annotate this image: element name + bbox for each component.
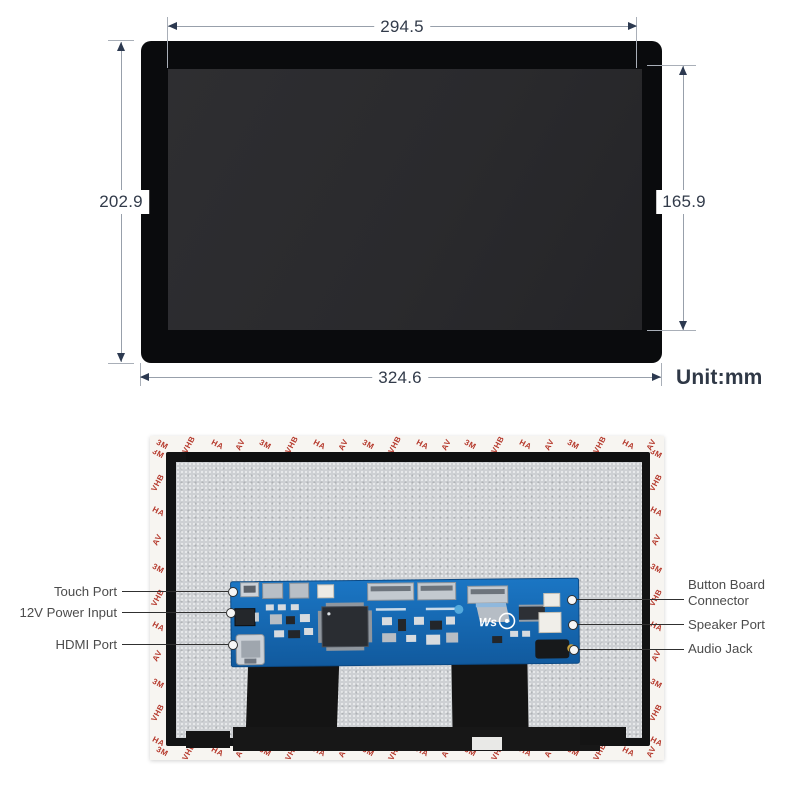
- white-connector: [317, 584, 335, 599]
- emi-shield: [262, 582, 284, 599]
- arrow-up-icon: [679, 66, 687, 75]
- port-label-hdmi: HDMI Port: [55, 636, 117, 652]
- lvds-connector: [367, 582, 415, 601]
- leader-line: [122, 644, 228, 645]
- power-input-connector: [234, 608, 259, 627]
- port-label-audio: Audio Jack: [688, 640, 753, 656]
- leader-line: [579, 649, 684, 650]
- leader-dot: [228, 587, 238, 597]
- extension-line: [108, 363, 134, 364]
- fpc-connector-with-ribbon: [467, 585, 510, 623]
- port-label-speaker: Speaker Port: [688, 616, 765, 632]
- arrow-up-icon: [117, 42, 125, 51]
- dimension-screen-height: 165.9: [656, 190, 712, 214]
- dimension-total-width: 324.6: [372, 366, 428, 390]
- extension-line: [661, 363, 662, 386]
- leader-dot: [228, 640, 238, 650]
- speaker-port-connector: [538, 611, 562, 634]
- leader-line: [122, 591, 228, 592]
- display-screen-area: [168, 69, 642, 330]
- dimension-screen-width: 294.5: [374, 15, 430, 39]
- driver-board-pcb: Ws: [230, 577, 580, 668]
- leader-dot: [569, 645, 579, 655]
- leader-line: [122, 612, 226, 613]
- svg-text:Ws: Ws: [479, 615, 497, 629]
- arrow-down-icon: [117, 353, 125, 362]
- port-label-button-board: Button Board Connector: [688, 576, 765, 608]
- arrow-left-icon: [140, 373, 149, 381]
- soic-chip: [518, 604, 545, 622]
- extension-line: [647, 330, 696, 331]
- extension-line: [167, 17, 168, 68]
- flex-cable-band: [233, 727, 600, 751]
- extension-line: [108, 40, 134, 41]
- back-panel-top-tape: [186, 452, 640, 462]
- flex-cable-tab: [580, 727, 626, 745]
- connector-tab: [472, 737, 502, 750]
- leader-line: [578, 624, 684, 625]
- port-label-touch: Touch Port: [53, 583, 117, 599]
- extension-line: [647, 65, 696, 66]
- dimension-total-height: 202.9: [93, 190, 149, 214]
- extension-line: [636, 17, 637, 68]
- scaler-chip: [317, 602, 373, 651]
- flex-cable-tab: [186, 731, 230, 748]
- arrow-down-icon: [679, 321, 687, 330]
- emi-shield: [289, 582, 310, 599]
- arrow-left-icon: [168, 22, 177, 30]
- lvds-connector: [417, 581, 457, 601]
- hdmi-port-connector: [235, 634, 265, 666]
- waveshare-logo-icon: Ws: [479, 612, 516, 630]
- blue-marker-dot: [454, 604, 464, 614]
- port-label-power: 12V Power Input: [19, 604, 117, 620]
- unit-label: Unit:mm: [676, 366, 763, 389]
- button-board-connector: [543, 592, 561, 608]
- leader-dot: [226, 608, 236, 618]
- leader-dot: [568, 620, 578, 630]
- leader-line: [577, 599, 684, 600]
- arrow-right-icon: [652, 373, 661, 381]
- arrow-right-icon: [628, 22, 637, 30]
- touch-port-connector: [240, 582, 260, 598]
- leader-dot: [567, 595, 577, 605]
